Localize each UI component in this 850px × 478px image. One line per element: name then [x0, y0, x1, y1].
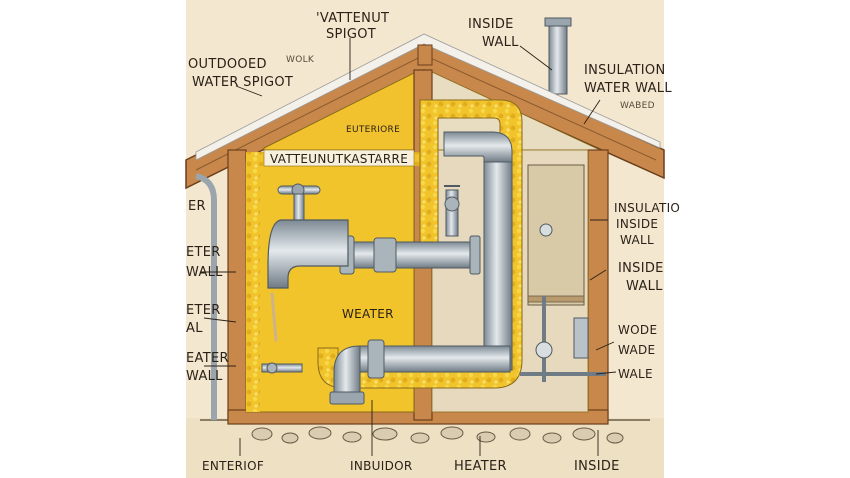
- ground: [186, 418, 664, 478]
- label-left-wall-2b: AL: [186, 321, 203, 336]
- leader-lines: [200, 38, 617, 456]
- label-bottom-heater: HEATER: [454, 459, 507, 474]
- label-left-wall-3a: EATER: [186, 351, 229, 366]
- label-wale: WALE: [618, 367, 653, 381]
- label-insulation-inside-wall-1: INSULATIO: [614, 201, 680, 215]
- label-inside-wall-top-2: WALL: [482, 35, 519, 50]
- label-left-wall-3b: WALL: [186, 369, 223, 384]
- downspout: [195, 173, 217, 420]
- label-left-er: ER: [188, 199, 206, 214]
- label-bottom-inside: INSIDE: [574, 459, 620, 474]
- label-bottom-exterior: ENTERIOF: [202, 459, 264, 473]
- shutoff-valve: [444, 185, 460, 237]
- insulation-left-edge: [246, 162, 260, 412]
- label-banner: VATTEUNUTKASTARRE: [270, 152, 408, 166]
- label-insulation-water-wall-1: INSULATION: [584, 63, 665, 78]
- label-insulation-water-wall-2: WATER WALL: [584, 81, 672, 96]
- drain-valve: [261, 362, 303, 374]
- label-inside-wall-top-1: INSIDE: [468, 17, 514, 32]
- label-insulation-inside-wall-3: WALL: [620, 233, 654, 247]
- label-wode: WODE: [618, 323, 657, 337]
- label-vattenut-spigot-2: SPIGOT: [326, 27, 376, 42]
- interior-cabinet: [527, 164, 585, 306]
- label-left-wall-2a: ETER: [186, 303, 221, 318]
- label-vattenut-spigot-1: 'VATTENUT: [316, 11, 389, 26]
- label-outdoor-spigot-2: WATER SPIGOT: [192, 75, 293, 90]
- interior-shelf: [527, 295, 585, 303]
- label-outdoor-spigot-1: OUTDOOED: [188, 57, 267, 72]
- label-bottom-inbuidor: INBUIDOR: [350, 459, 413, 473]
- label-inside-wall-right-2: WALL: [626, 279, 663, 294]
- label-exterior-attic: EUTERIORE: [346, 125, 400, 135]
- house-frame: [227, 69, 609, 425]
- label-insulation-inside-wall-2: INSIDE: [616, 217, 658, 231]
- pipes: [329, 131, 513, 405]
- label-left-wall-1b: WALL: [186, 265, 223, 280]
- label-left-wall-1a: ETER: [186, 245, 221, 260]
- gauge-assembly: [520, 223, 606, 382]
- label-wolk: WOLK: [286, 55, 315, 65]
- label-weater: WEATER: [342, 307, 394, 321]
- vent-pipe: [544, 17, 572, 95]
- label-wade: WADE: [618, 343, 655, 357]
- label-inside-wall-right-1: INSIDE: [618, 261, 664, 276]
- banner-background: [263, 149, 415, 167]
- spigot-faucet: [267, 183, 349, 342]
- label-wabed: WABED: [620, 101, 655, 111]
